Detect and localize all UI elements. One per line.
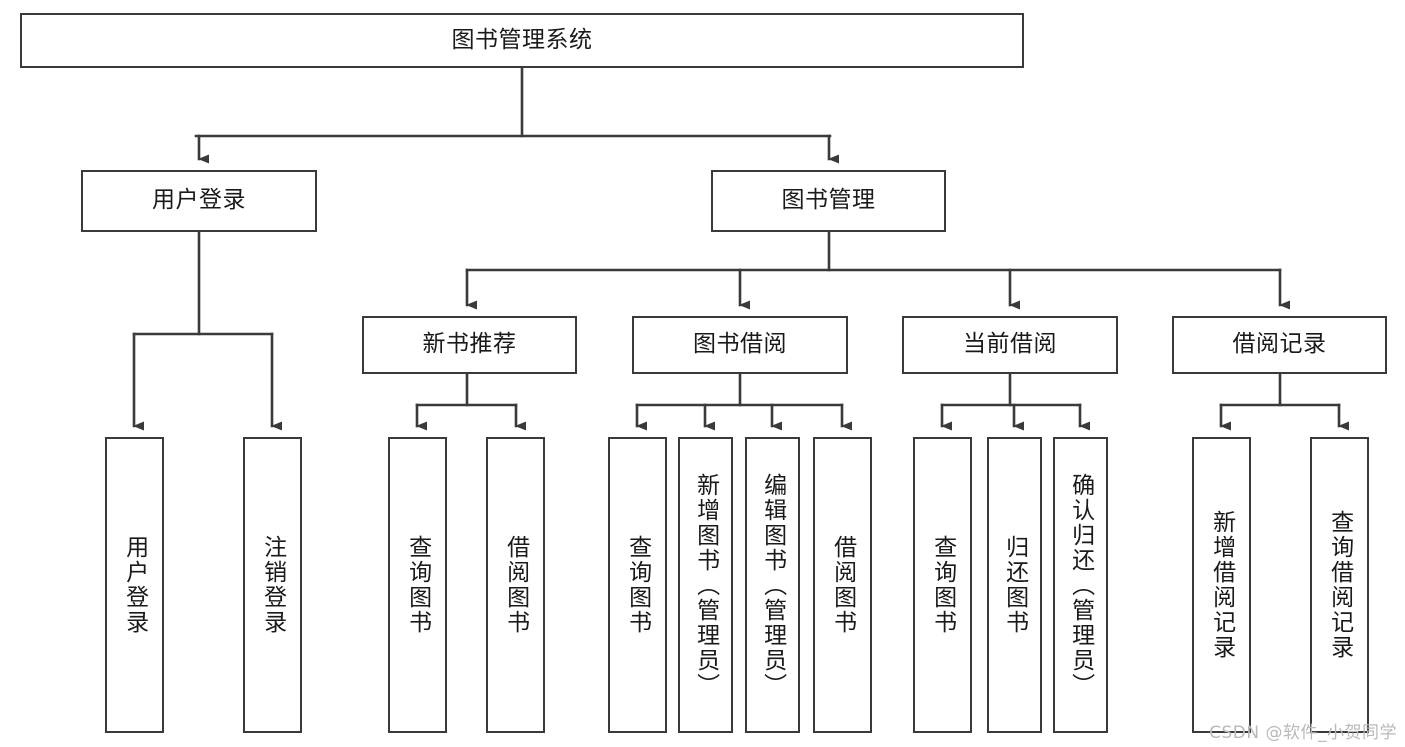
node-label: 当前借阅 (963, 331, 1057, 358)
node-label: 用户登录 (121, 535, 148, 635)
node-user-login[interactable]: 用户登录 (81, 170, 317, 232)
node-label: 确认归还（管理员） (1067, 472, 1094, 698)
node-label: 图书借阅 (693, 331, 787, 358)
connector-lines (132, 66, 1349, 431)
node-book-borrow[interactable]: 图书借阅 (632, 316, 848, 374)
node-label: 借阅图书 (829, 535, 856, 635)
node-label: 图书管理 (781, 187, 876, 214)
node-label: 图书管理系统 (451, 26, 593, 53)
node-label: 编辑图书（管理员） (759, 472, 786, 698)
node-leaf-confirm-return[interactable]: 确认归还（管理员） (1053, 437, 1108, 733)
node-leaf-borrow-book-1[interactable]: 借阅图书 (486, 437, 545, 733)
node-leaf-query-book-3[interactable]: 查询图书 (913, 437, 972, 733)
node-root-system[interactable]: 图书管理系统 (20, 13, 1024, 68)
node-current-borrow[interactable]: 当前借阅 (902, 316, 1118, 374)
node-leaf-borrow-book-2[interactable]: 借阅图书 (813, 437, 872, 733)
node-new-book-recommend[interactable]: 新书推荐 (362, 316, 577, 374)
node-label: 新增借阅记录 (1208, 510, 1235, 660)
node-leaf-add-book[interactable]: 新增图书（管理员） (678, 437, 733, 733)
node-leaf-query-book-1[interactable]: 查询图书 (388, 437, 447, 733)
node-label: 查询图书 (404, 535, 431, 635)
node-leaf-return-book[interactable]: 归还图书 (987, 437, 1042, 733)
node-book-manage[interactable]: 图书管理 (711, 170, 946, 232)
node-label: 注销登录 (259, 535, 286, 635)
node-leaf-user-logout[interactable]: 注销登录 (243, 437, 302, 733)
node-label: 借阅图书 (502, 535, 529, 635)
node-label: 新增图书（管理员） (692, 472, 719, 698)
node-label: 用户登录 (152, 187, 246, 214)
node-leaf-edit-book[interactable]: 编辑图书（管理员） (745, 437, 800, 733)
node-leaf-query-book-2[interactable]: 查询图书 (608, 437, 667, 733)
node-label: 新书推荐 (422, 331, 517, 358)
node-leaf-user-login[interactable]: 用户登录 (105, 437, 164, 733)
node-leaf-query-record[interactable]: 查询借阅记录 (1310, 437, 1369, 733)
node-leaf-add-record[interactable]: 新增借阅记录 (1192, 437, 1251, 733)
node-label: 归还图书 (1001, 535, 1028, 635)
node-borrow-record[interactable]: 借阅记录 (1172, 316, 1387, 374)
node-label: 查询图书 (929, 535, 956, 635)
node-label: 查询借阅记录 (1326, 510, 1353, 660)
node-label: 查询图书 (624, 535, 651, 635)
node-label: 借阅记录 (1232, 331, 1327, 358)
